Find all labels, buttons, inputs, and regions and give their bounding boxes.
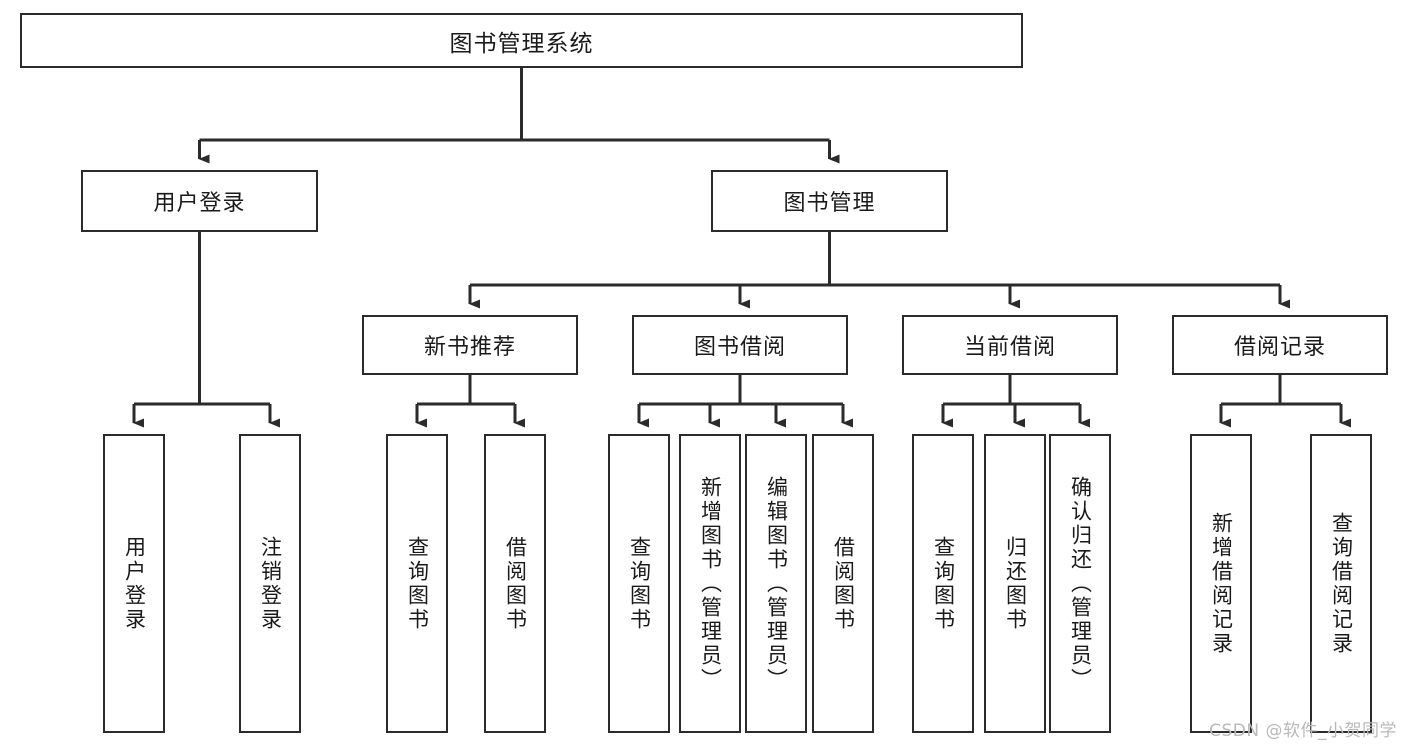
watermark: CSDN @软件_小贺同学: [1209, 721, 1397, 741]
node-root-label: 图书管理系统: [449, 30, 594, 57]
node-leaf-borrow-book-1-label: 借阅图书: [503, 535, 528, 632]
node-leaf-query-book-1[interactable]: 查询图书: [386, 434, 448, 733]
node-leaf-add-book-admin[interactable]: 新增图书（管理员）: [679, 434, 741, 733]
node-leaf-logout[interactable]: 注销登录: [239, 434, 301, 733]
node-leaf-query-book-2[interactable]: 查询图书: [608, 434, 670, 733]
node-leaf-query-book-2-label: 查询图书: [627, 535, 652, 632]
node-current-borrow[interactable]: 当前借阅: [902, 315, 1118, 375]
node-borrow-record-label: 借阅记录: [1233, 335, 1326, 360]
node-new-book-recommend[interactable]: 新书推荐: [362, 315, 578, 375]
node-current-borrow-label: 当前借阅: [963, 335, 1056, 360]
node-leaf-add-borrow-record-label: 新增借阅记录: [1209, 511, 1234, 656]
node-leaf-borrow-book-1[interactable]: 借阅图书: [484, 434, 546, 733]
node-leaf-edit-book-admin-label: 编辑图书（管理员）: [764, 475, 789, 692]
node-leaf-edit-book-admin[interactable]: 编辑图书（管理员）: [745, 434, 807, 733]
node-leaf-user-login[interactable]: 用户登录: [103, 434, 165, 733]
node-leaf-query-borrow-record[interactable]: 查询借阅记录: [1310, 434, 1372, 733]
node-book-borrow-label: 图书借阅: [693, 335, 786, 360]
node-leaf-return-book-label: 归还图书: [1003, 535, 1028, 632]
node-book-borrow[interactable]: 图书借阅: [632, 315, 848, 375]
node-leaf-query-book-1-label: 查询图书: [405, 535, 430, 632]
node-user-login[interactable]: 用户登录: [81, 170, 318, 232]
node-leaf-user-login-label: 用户登录: [122, 535, 147, 632]
node-leaf-confirm-return-admin-label: 确认归还（管理员）: [1068, 475, 1093, 692]
node-root[interactable]: 图书管理系统: [20, 13, 1023, 68]
node-leaf-return-book[interactable]: 归还图书: [984, 434, 1046, 733]
node-leaf-query-book-3[interactable]: 查询图书: [912, 434, 974, 733]
node-leaf-add-book-admin-label: 新增图书（管理员）: [698, 475, 723, 692]
node-leaf-borrow-book-2[interactable]: 借阅图书: [812, 434, 874, 733]
node-leaf-confirm-return-admin[interactable]: 确认归还（管理员）: [1049, 434, 1111, 733]
node-leaf-query-borrow-record-label: 查询借阅记录: [1329, 511, 1354, 656]
node-leaf-logout-label: 注销登录: [258, 535, 283, 632]
node-book-manage[interactable]: 图书管理: [711, 170, 948, 232]
node-user-login-label: 用户登录: [153, 191, 246, 216]
node-new-book-recommend-label: 新书推荐: [423, 335, 516, 360]
node-leaf-add-borrow-record[interactable]: 新增借阅记录: [1190, 434, 1252, 733]
node-leaf-query-book-3-label: 查询图书: [931, 535, 956, 632]
node-borrow-record[interactable]: 借阅记录: [1172, 315, 1388, 375]
node-leaf-borrow-book-2-label: 借阅图书: [831, 535, 856, 632]
node-book-manage-label: 图书管理: [783, 191, 876, 216]
